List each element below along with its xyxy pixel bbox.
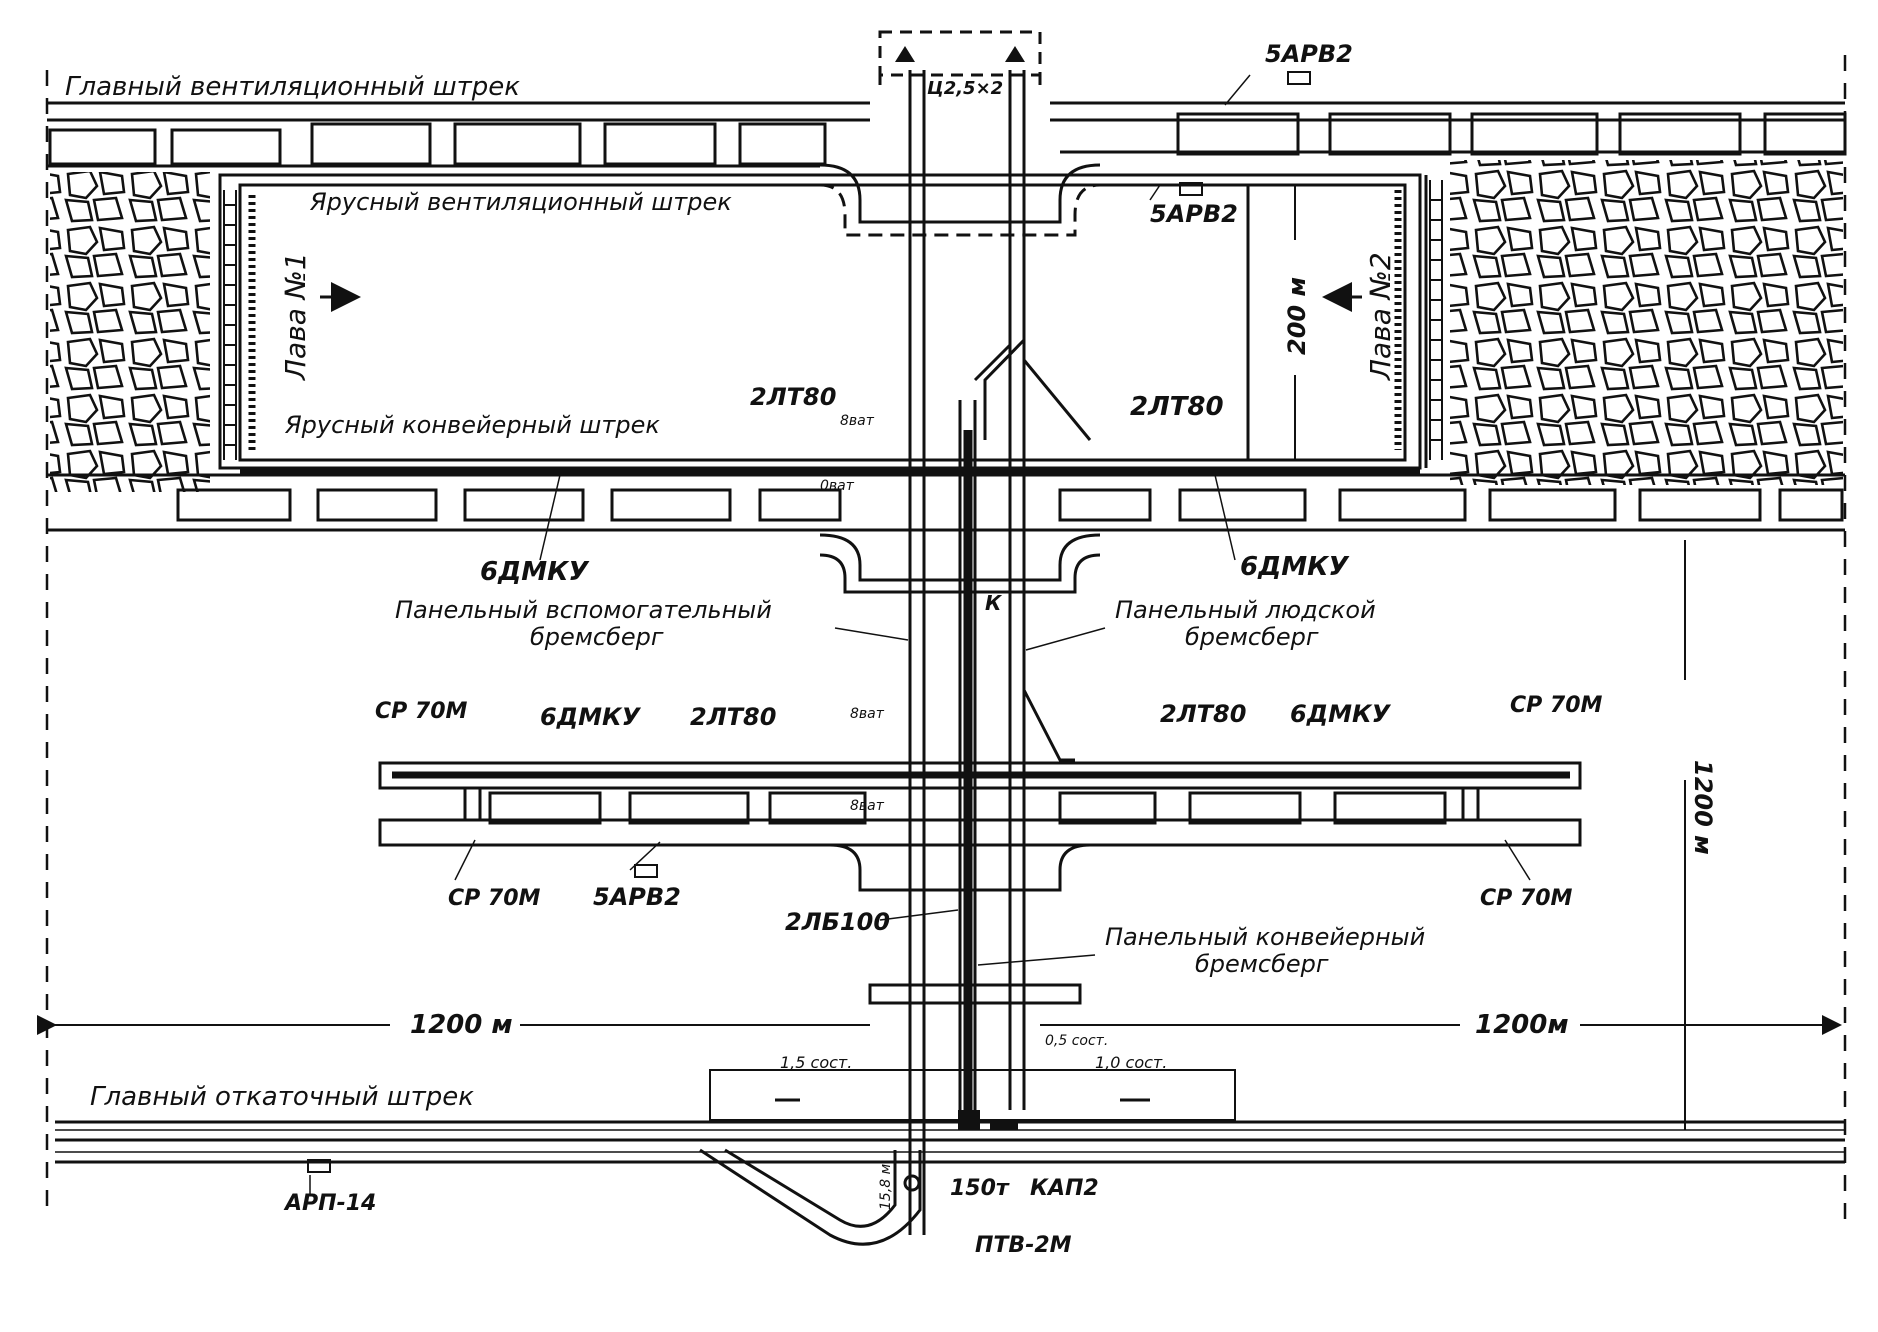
aux-brake-label: Панельный вспомогательный (395, 596, 772, 624)
bypass-crossings (819, 163, 1101, 594)
kap-label: КАП2 (1030, 1176, 1099, 1201)
door-bottom-left: 0ват (820, 478, 855, 494)
fan-mid-label: 5АРВ2 (593, 883, 681, 911)
face-1-label: Лава №1 (279, 252, 312, 381)
conv-brake-label: Панельный конвейерный (1105, 923, 1425, 951)
pillar-blocks-top (48, 112, 1847, 166)
people-brake-label-2: бремсберг (1185, 623, 1319, 651)
loading-point (958, 1110, 980, 1130)
sr70-top-right: СР 70М (1510, 693, 1603, 718)
skip-top-label: Ц2,5×2 (927, 78, 1003, 99)
train-right-2-label: 1,0 сост. (1095, 1053, 1167, 1072)
sr70-bottom-left: СР 70М (448, 886, 541, 911)
leader-lines (309, 74, 1531, 1195)
face-length-label: 200 м (1283, 277, 1311, 355)
pump-left-label: 6ДМКУ (480, 557, 590, 587)
dim-left-label: 1200 м (410, 1010, 513, 1040)
conveyor-2lt80-mid-left: 2ЛТ80 (690, 703, 776, 731)
aux-brake-label-2: бремсберг (530, 623, 664, 651)
people-brake-label: Панельный людской (1115, 596, 1376, 624)
skip-headframe (878, 30, 1042, 85)
conveyor-2lt80-right: 2ЛТ80 (1130, 392, 1224, 422)
dim-vertical-label: 1200 м (1689, 760, 1717, 855)
k-sign: К (985, 591, 1003, 615)
tier-conveyor-drift-label: Ярусный конвейерный штрек (284, 411, 660, 439)
conveyor-2lt80-left: 2ЛТ80 (750, 383, 836, 411)
kap-unit (990, 1120, 1018, 1130)
sr70-top-left: СР 70М (375, 699, 468, 724)
tier-vent-drift-label: Ярусный вентиляционный штрек (309, 188, 732, 216)
fan-top-icon (1287, 71, 1311, 85)
door-mid-left-1: 8ват (850, 706, 885, 722)
sheave-right (1005, 46, 1025, 62)
dim-right-label: 1200м (1475, 1010, 1569, 1040)
sheave-left (895, 46, 915, 62)
fan-top-label: 5АРВ2 (1265, 40, 1353, 68)
ptv-unit (903, 1174, 921, 1192)
arp-fan (307, 1159, 331, 1173)
crossing-bar (868, 983, 1082, 1005)
lb100-label: 2ЛБ100 (785, 908, 890, 936)
conv-brake-label-2: бремсберг (1195, 950, 1329, 978)
train-right-1-label: 0,5 сост. (1045, 1033, 1108, 1049)
main-vent-drift (47, 101, 1845, 168)
pump-right-label: 6ДМКУ (1240, 552, 1350, 582)
goaf-right (1450, 160, 1843, 485)
conveyor-2lt80-mid-right: 2ЛТ80 (1160, 700, 1246, 728)
panel-drifts (378, 689, 1582, 892)
dimension-lines (37, 185, 1842, 1130)
pump-mid-right: 6ДМКУ (1290, 700, 1392, 728)
fan-face2-icon (1179, 182, 1203, 196)
ramp-label: 15,8 м (878, 1163, 894, 1210)
fan-face2-label: 5АРВ2 (1150, 200, 1238, 228)
face-supports (223, 180, 1443, 460)
sr70-bottom-right: СР 70М (1480, 886, 1573, 911)
brake-inclines (908, 70, 1026, 1235)
loader-label: 150т (950, 1176, 1010, 1201)
main-vent-drift-label: Главный вентиляционный штрек (65, 72, 520, 102)
pump-mid-left: 6ДМКУ (540, 703, 642, 731)
goaf-left (50, 172, 210, 492)
door-top-left: 8ват (840, 413, 875, 429)
arp-label: АРП-14 (283, 1191, 376, 1216)
ptv-label: ПТВ-2М (975, 1233, 1072, 1258)
main-haul-drift-label: Главный откаточный штрек (90, 1082, 474, 1112)
door-mid-left-2: 8ват (850, 798, 885, 814)
train-left-label: 1,5 сост. (780, 1053, 852, 1072)
face-2-label: Лава №2 (1364, 252, 1397, 381)
fan-mid-icon (634, 864, 658, 878)
tier-conveyor-drift (47, 468, 1845, 532)
